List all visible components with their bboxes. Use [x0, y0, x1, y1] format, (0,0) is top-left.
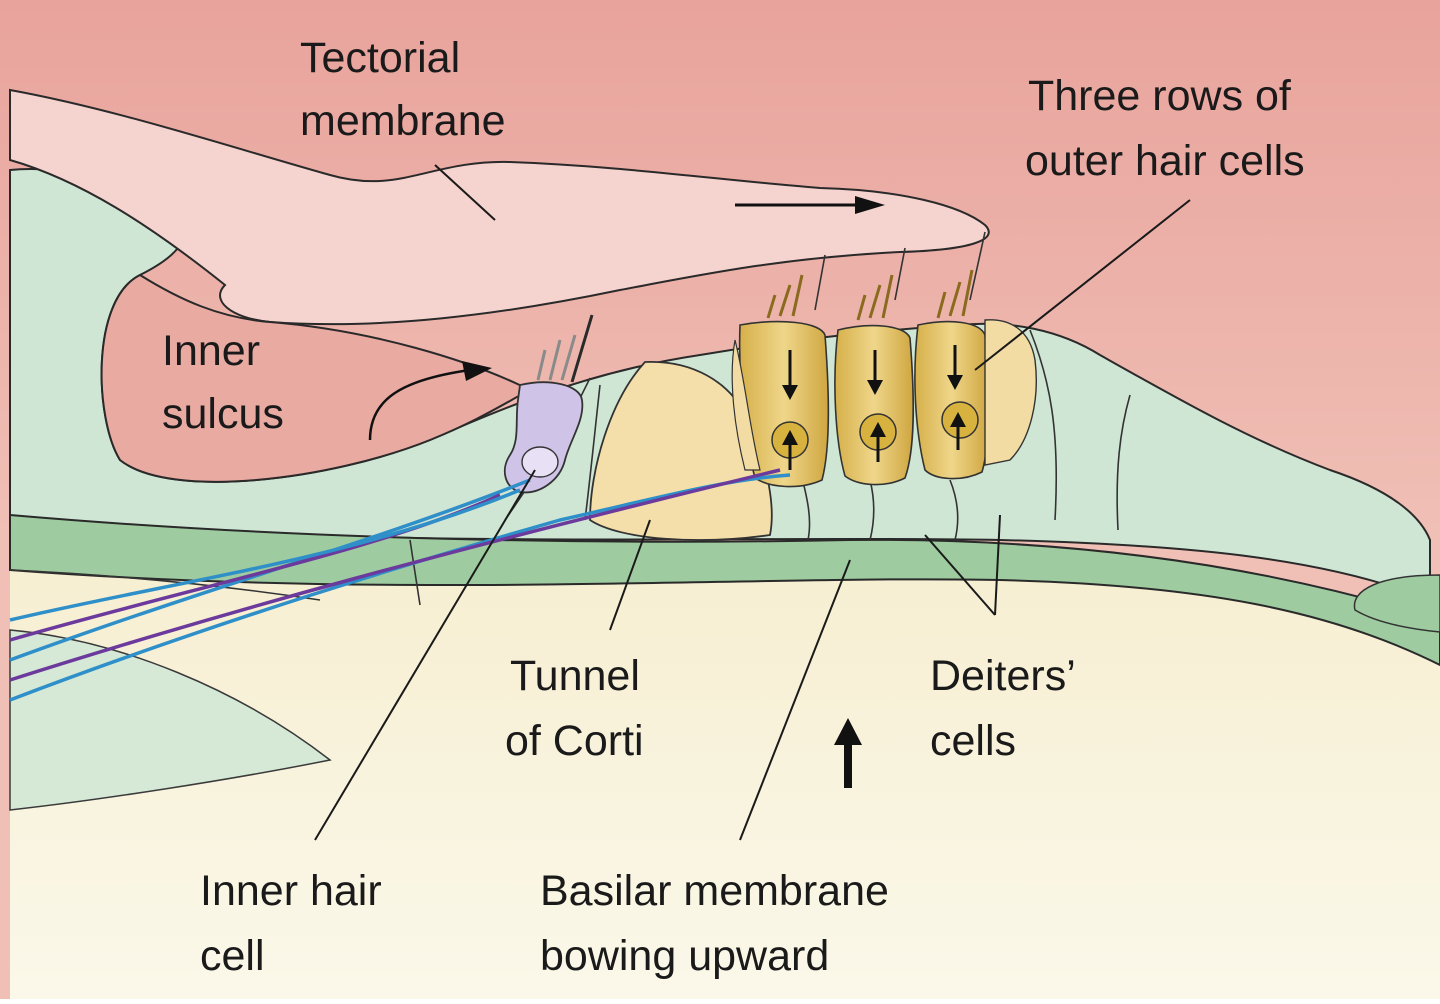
outer-hair-cell-row-1 — [738, 274, 830, 488]
label-tunnel-line1: Tunnel — [510, 652, 640, 700]
outer-hair-cell-row-2 — [834, 274, 915, 486]
label-inner-hair-cell-line1: Inner hair — [200, 867, 382, 915]
leader-inner-hair-cell — [314, 469, 536, 841]
inner-sulcus-space — [100, 273, 533, 483]
inner-sulcus-arrow-icon — [368, 361, 492, 441]
label-deiters-line1: Deiters’ — [930, 652, 1076, 700]
label-deiters-line2: cells — [930, 717, 1016, 765]
basilar-membrane-band — [9, 513, 1440, 667]
pillar-cell-shape — [731, 339, 761, 471]
label-three-rows-line2: outer hair cells — [1025, 137, 1305, 185]
scala-tympani-region — [10, 544, 1440, 999]
tunnel-of-corti — [589, 361, 773, 541]
label-tunnel-line2: of Corti — [505, 717, 644, 765]
leader-tunnel — [609, 519, 651, 631]
label-three-rows-line1: Three rows of — [1028, 72, 1292, 120]
leader-deiters-2 — [994, 514, 1001, 616]
leader-tectorial — [434, 164, 496, 221]
right-ligament — [1353, 574, 1440, 633]
nerve-fibers — [9, 468, 791, 702]
arrow-right-icon — [735, 196, 885, 214]
outer-hair-cell-row-3 — [914, 269, 990, 480]
bone-shelf — [9, 629, 332, 811]
leader-basilar — [739, 559, 851, 841]
label-basilar-line1: Basilar membrane — [540, 867, 889, 915]
label-tectorial-line1: Tectorial — [300, 34, 460, 82]
leader-outer-hair-cells — [974, 199, 1191, 371]
spiral-lamina-edge — [9, 569, 321, 601]
label-basilar-line2: bowing upward — [540, 932, 829, 980]
label-inner-sulcus-line1: Inner — [162, 327, 260, 375]
deiters-cell-shape — [984, 319, 1037, 466]
arrow-up-icon — [834, 718, 862, 788]
label-tectorial-line2: membrane — [300, 97, 506, 145]
inner-hair-cell — [503, 314, 594, 494]
label-inner-hair-cell-line2: cell — [200, 932, 265, 980]
leader-deiters-1 — [924, 534, 996, 616]
label-inner-sulcus-line2: sulcus — [162, 390, 284, 438]
